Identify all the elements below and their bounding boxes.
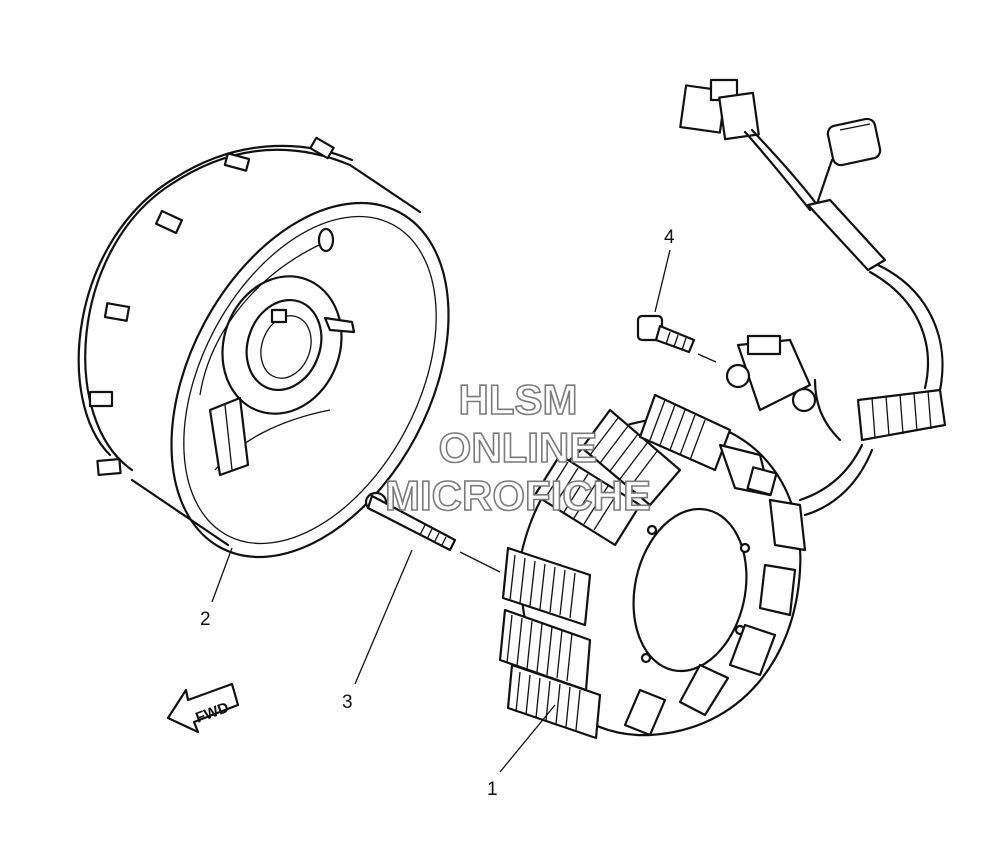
callout-2: 2: [200, 609, 211, 630]
callout-3: 3: [342, 692, 353, 713]
leader-line-3: [354, 549, 413, 685]
svg-text:HLSM: HLSM: [459, 376, 578, 423]
leader-line-1: [499, 704, 556, 773]
bolt-axis-line: [459, 551, 501, 573]
svg-text:ONLINE: ONLINE: [439, 424, 598, 471]
pickup-coil[interactable]: [725, 334, 817, 413]
leader-line-2: [211, 547, 233, 603]
screw-axis-line: [697, 353, 717, 363]
stator-assembly[interactable]: [498, 393, 807, 740]
callout-4: 4: [664, 227, 675, 248]
callout-1: 1: [487, 779, 498, 800]
bolt[interactable]: [364, 491, 457, 552]
leader-line-4: [654, 249, 671, 313]
flywheel-rotor[interactable]: [77, 136, 505, 604]
wire-harness[interactable]: [679, 78, 947, 517]
watermark: HLSM ONLINE MICROFICHE: [384, 375, 652, 520]
screw[interactable]: [636, 314, 696, 354]
fwd-arrow: FWD: [166, 682, 240, 734]
svg-text:MICROFICHE: MICROFICHE: [385, 472, 651, 519]
